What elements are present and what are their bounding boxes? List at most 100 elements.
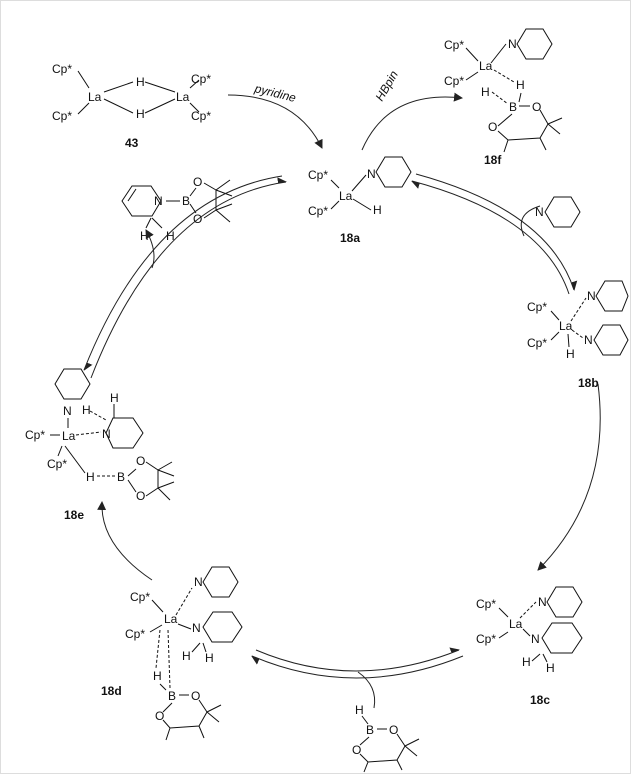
pyridine-ring bbox=[516, 28, 553, 60]
atom-cp: Cp* bbox=[130, 590, 150, 604]
arrow-18a-to-18f bbox=[361, 92, 463, 151]
atom-b: B bbox=[168, 689, 176, 703]
atom-cp: Cp* bbox=[47, 457, 67, 471]
pyridine-ring bbox=[595, 280, 629, 312]
arrow-product-release bbox=[145, 229, 155, 269]
atom-la: La bbox=[62, 429, 76, 443]
atom-cp: Cp* bbox=[25, 428, 45, 442]
dihydropyridine-ring bbox=[105, 417, 144, 449]
atom-cp: Cp* bbox=[52, 62, 72, 76]
pyridine-ring bbox=[54, 368, 91, 400]
atom-cp: Cp* bbox=[476, 597, 496, 611]
atom-h: H bbox=[110, 391, 119, 405]
atom-h: H bbox=[182, 649, 191, 663]
atom-n: N bbox=[63, 404, 72, 418]
arrow-18d-to-18e bbox=[97, 501, 153, 581]
atom-n: N bbox=[584, 333, 593, 347]
atom-cp: Cp* bbox=[527, 300, 547, 314]
arrow-18b-to-18a bbox=[411, 180, 570, 295]
atom-n: N bbox=[192, 621, 201, 635]
atom-h: H bbox=[355, 703, 364, 717]
atom-la: La bbox=[559, 319, 573, 333]
atom-h: H bbox=[86, 470, 95, 484]
dihydropyridine-ring bbox=[541, 622, 583, 654]
label-18f: 18f bbox=[484, 153, 502, 167]
compound-18e: N Cp* Cp* La H H N H B O O bbox=[25, 368, 175, 503]
atom-h: H bbox=[136, 75, 145, 89]
arrow-43-to-18a bbox=[227, 94, 323, 149]
arrow-pyridine-entering bbox=[520, 205, 541, 237]
compound-18f: Cp* Cp* La N H H B O O bbox=[444, 28, 563, 153]
atom-cp: Cp* bbox=[52, 109, 72, 123]
atom-o: O bbox=[191, 689, 200, 703]
atom-o: O bbox=[532, 100, 541, 114]
arrow-18d-to-18c bbox=[255, 647, 460, 672]
atom-o: O bbox=[136, 454, 145, 468]
label-18e: 18e bbox=[64, 508, 84, 522]
arrow-18a-to-18e bbox=[83, 175, 283, 371]
label-18c: 18c bbox=[530, 693, 550, 707]
atom-n: N bbox=[535, 205, 544, 219]
atom-h: H bbox=[153, 669, 162, 683]
atom-n: N bbox=[531, 632, 540, 646]
atom-o: O bbox=[193, 175, 202, 189]
compound-18a: Cp* Cp* La N H bbox=[308, 156, 412, 218]
atom-n: N bbox=[154, 194, 163, 208]
atom-b: B bbox=[366, 723, 374, 737]
atom-o: O bbox=[136, 489, 145, 503]
atom-h: H bbox=[166, 229, 175, 243]
atom-b: B bbox=[509, 100, 517, 114]
dihydropyridine-ring bbox=[121, 185, 162, 217]
product-dihydropyridine-bpin: N B O O H H bbox=[121, 175, 233, 243]
compound-43: Cp* Cp* La H H La Cp* Cp* bbox=[52, 62, 211, 123]
label-18a: 18a bbox=[340, 231, 360, 245]
atom-cp: Cp* bbox=[125, 627, 145, 641]
pyridine-ring bbox=[546, 586, 583, 618]
atom-n: N bbox=[538, 595, 547, 609]
label-18d: 18d bbox=[101, 684, 122, 698]
atom-o: O bbox=[488, 120, 497, 134]
atom-b: B bbox=[117, 470, 125, 484]
atom-o: O bbox=[389, 723, 398, 737]
pyridine-ring bbox=[202, 566, 239, 598]
atom-h: H bbox=[522, 655, 531, 669]
atom-o: O bbox=[352, 743, 361, 757]
pyridine-reagent: N bbox=[535, 196, 581, 228]
compound-18c: Cp* Cp* La N N H H bbox=[476, 586, 583, 675]
atom-la: La bbox=[88, 90, 102, 104]
atom-h: H bbox=[373, 203, 382, 217]
atom-h: H bbox=[481, 85, 490, 99]
arrow-18c-to-18d bbox=[251, 655, 464, 679]
reagent-pyridine-label: pyridine bbox=[252, 81, 297, 105]
atom-la: La bbox=[479, 59, 493, 73]
arrow-18e-to-18a bbox=[90, 177, 287, 379]
atom-cp: Cp* bbox=[191, 109, 211, 123]
atom-cp: Cp* bbox=[444, 38, 464, 52]
atom-la: La bbox=[509, 617, 523, 631]
atom-la: La bbox=[176, 90, 190, 104]
atom-cp: Cp* bbox=[476, 632, 496, 646]
label-43: 43 bbox=[125, 136, 139, 150]
atom-n: N bbox=[587, 289, 596, 303]
atom-la: La bbox=[164, 612, 178, 626]
atom-h: H bbox=[140, 229, 149, 243]
atom-h: H bbox=[82, 403, 91, 417]
arrow-18a-to-18b bbox=[415, 173, 578, 291]
arrow-hbpin-entering bbox=[357, 671, 376, 709]
dihydropyridine-ring bbox=[202, 611, 243, 643]
atom-cp: Cp* bbox=[308, 204, 328, 218]
atom-b: B bbox=[182, 194, 190, 208]
atom-h: H bbox=[516, 78, 525, 92]
hbpin-reagent: H B O O bbox=[352, 703, 420, 773]
atom-cp: Cp* bbox=[444, 74, 464, 88]
compound-18b: Cp* Cp* La N N H bbox=[527, 280, 629, 361]
atom-n: N bbox=[194, 575, 203, 589]
pyridine-ring bbox=[544, 196, 581, 228]
label-18b: 18b bbox=[578, 376, 599, 390]
atom-h: H bbox=[136, 107, 145, 121]
compound-18d: Cp* Cp* La N N H H H B O O bbox=[125, 566, 243, 741]
pyridine-ring bbox=[375, 156, 412, 188]
arrow-18b-to-18c bbox=[537, 383, 601, 571]
atom-h: H bbox=[566, 347, 575, 361]
